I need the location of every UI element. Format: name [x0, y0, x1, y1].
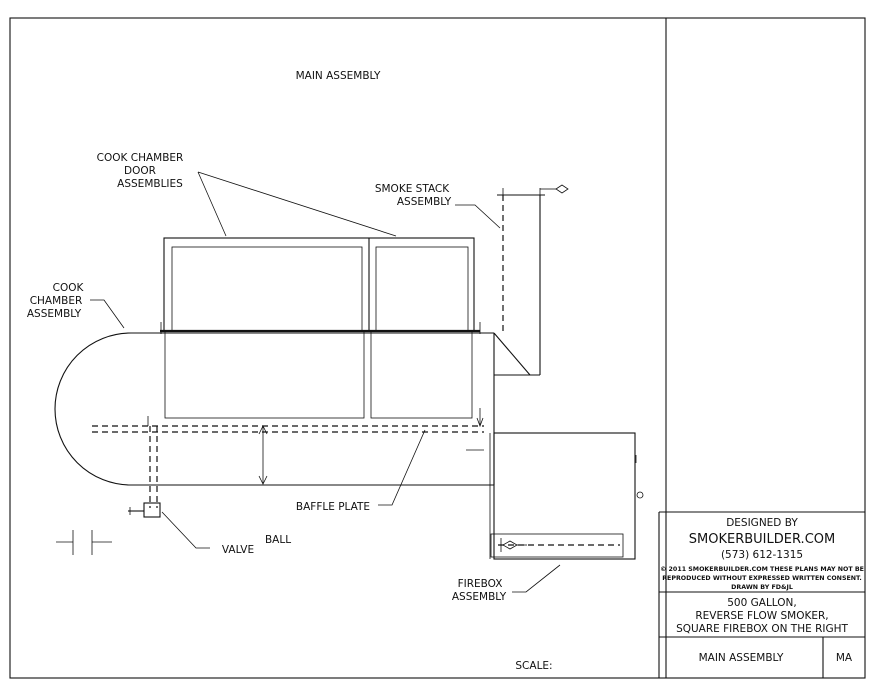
door-callout-line1: COOK CHAMBER	[97, 152, 184, 164]
description-line1: 500 GALLON,	[727, 597, 796, 609]
chamber-callout-line3: ASSEMBLY	[27, 308, 82, 320]
site-name: SMOKERBUILDER.COM	[689, 532, 835, 547]
door-callout-line2: DOOR	[124, 165, 156, 177]
sheet-name: MAIN ASSEMBLY	[699, 652, 784, 664]
sheet-border	[9, 17, 866, 679]
drawn-by: DRAWN BY FD&JL	[731, 584, 793, 591]
cook-chamber	[54, 322, 495, 486]
leader-lines	[90, 171, 561, 593]
firebox-callout-line2: ASSEMBLY	[452, 591, 507, 603]
door-callout-line3: ASSEMBLIES	[117, 178, 183, 190]
sheet-code: MA	[836, 652, 853, 664]
stack-callout-line2: ASSEMBLY	[397, 196, 452, 208]
baffle-callout: BAFFLE PLATE	[296, 501, 370, 513]
ball-valve	[128, 502, 161, 518]
firebox	[489, 432, 644, 560]
callouts: COOK CHAMBER DOOR ASSEMBLIES SMOKE STACK…	[27, 152, 507, 603]
description-line2: REVERSE FLOW SMOKER,	[695, 610, 828, 622]
ball-callout: BALL	[265, 534, 291, 546]
phone-number: (573) 612-1315	[721, 549, 803, 561]
baffle-plate	[92, 408, 484, 508]
copyright-line1: © 2011 SMOKERBUILDER.COM THESE PLANS MAY…	[660, 565, 864, 573]
title-block: DESIGNED BY SMOKERBUILDER.COM (573) 612-…	[660, 517, 864, 664]
chamber-callout-line2: CHAMBER	[30, 295, 83, 307]
chamber-callout-line1: COOK	[53, 282, 85, 294]
drawing-title: MAIN ASSEMBLY	[296, 70, 381, 82]
firebox-callout-line1: FIREBOX	[458, 578, 503, 590]
overhang-dimension	[56, 530, 112, 555]
description-line3: SQUARE FIREBOX ON THE RIGHT	[676, 623, 848, 635]
valve-callout: VALVE	[222, 544, 254, 556]
scale-label: SCALE:	[515, 660, 552, 672]
smoke-stack	[493, 184, 569, 376]
copyright-line2: REPRODUCED WITHOUT EXPRESSED WRITTEN CON…	[662, 575, 862, 582]
designed-by: DESIGNED BY	[726, 517, 798, 529]
stack-callout-line1: SMOKE STACK	[375, 183, 450, 195]
cook-chamber-doors	[163, 237, 475, 419]
